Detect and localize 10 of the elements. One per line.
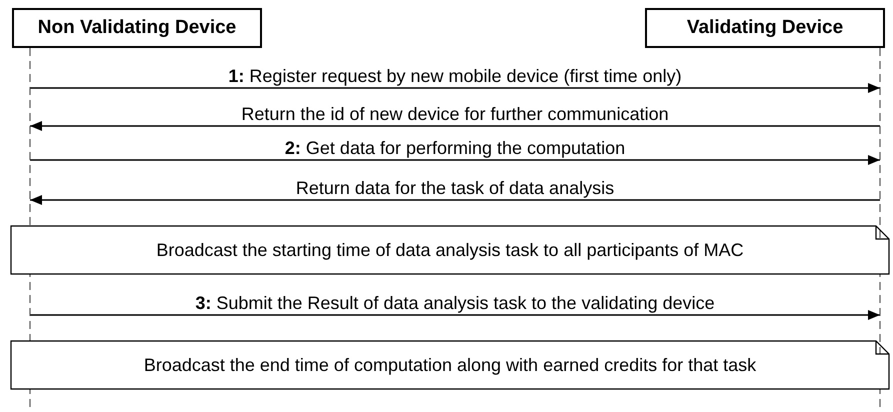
note-box [10, 340, 890, 390]
message-arrow [30, 121, 880, 131]
message-arrow [30, 155, 880, 165]
message-arrow [30, 310, 880, 320]
note-box [10, 225, 890, 275]
note-text: Broadcast the starting time of data analysis task to all participants of MAC [156, 240, 744, 260]
note-text: Broadcast the end time of computation along with earned credits for that task [144, 354, 756, 376]
message-arrow [30, 83, 880, 93]
message-label: 3: Submit the Result of data analysis task to the validating device [193, 293, 717, 313]
message-arrow [30, 195, 880, 205]
